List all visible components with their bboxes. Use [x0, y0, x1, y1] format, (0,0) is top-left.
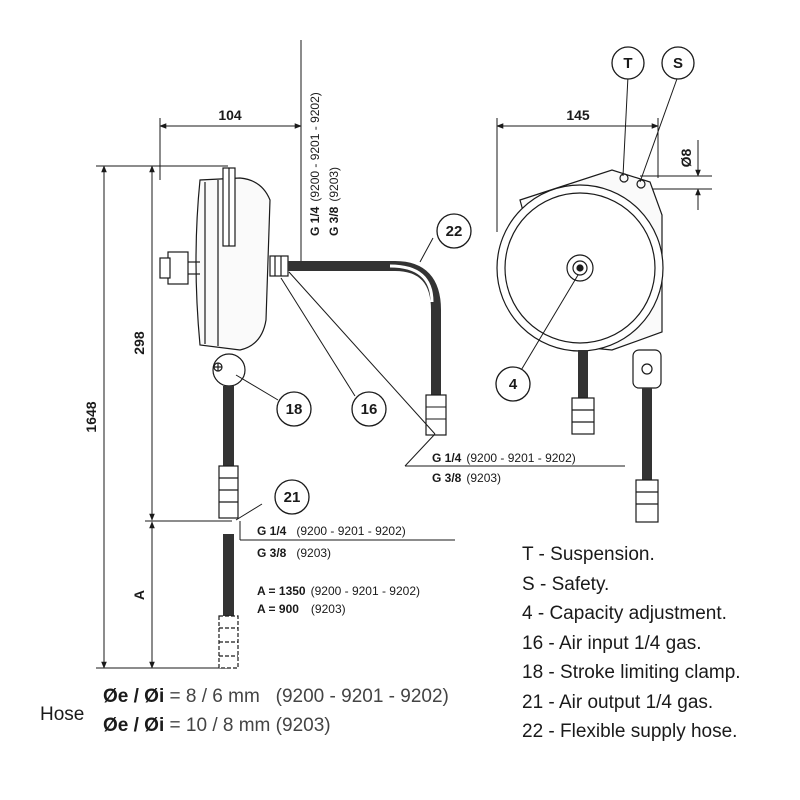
- legend-key: 22: [522, 721, 544, 742]
- output-thread-g38-models: (9203): [296, 546, 331, 560]
- input-thread-g14-line: G 1/4 (9200 - 9201 - 9202): [432, 451, 576, 465]
- output-thread-g14: G 1/4: [257, 524, 287, 538]
- legend-text: - Capacity adjustment.: [537, 603, 727, 624]
- hose-line-1-models: (9200 - 9201 - 9202): [275, 686, 449, 707]
- dim-145: 145: [566, 107, 590, 123]
- a-value-2-line: A = 900 (9203): [257, 602, 346, 616]
- legend-text: - Stroke limiting clamp.: [548, 662, 741, 683]
- dimension-lines: [96, 40, 712, 669]
- callout-T-label: T: [623, 55, 632, 72]
- callout-22: [436, 213, 472, 249]
- legend-text: - Air output 1/4 gas.: [548, 691, 714, 713]
- callout-21: [274, 479, 310, 515]
- side-view: [159, 167, 289, 669]
- top-thread-g14-models: (9200 - 9201 - 9202): [308, 92, 322, 201]
- legend-item-22: 22 - Flexible supply hose.: [522, 717, 741, 747]
- a-value-1: A = 1350: [257, 584, 306, 598]
- dim-104: 104: [218, 107, 242, 123]
- legend-key: 21: [522, 691, 544, 713]
- callout-18-label: 18: [286, 401, 303, 418]
- hose-line-2: Øe / Øi = 10 / 8 mm (9203): [103, 715, 331, 737]
- hose-line-1-value: = 8 / 6 mm: [169, 686, 260, 707]
- top-thread-g14: G 1/4: [308, 206, 322, 236]
- callout-16-label: 16: [361, 401, 378, 418]
- legend-text: - Air input 1/4 gas.: [548, 632, 702, 654]
- legend-text: - Flexible supply hose.: [548, 721, 738, 742]
- input-thread-g14: G 1/4: [432, 451, 462, 465]
- supply-hose: [288, 261, 447, 436]
- callout-4-label: 4: [509, 376, 518, 393]
- top-thread-g14-group: G 1/4 (9200 - 9201 - 9202): [308, 92, 322, 236]
- input-thread-g38-line: G 3/8 (9203): [432, 471, 501, 485]
- a-value-2: A = 900: [257, 602, 299, 616]
- callout-S-label: S: [673, 55, 683, 72]
- legend-item-18: 18 - Stroke limiting clamp.: [522, 658, 741, 688]
- hose-line-2-value: = 10 / 8 mm: [169, 715, 271, 736]
- callout-22-label: 22: [446, 223, 463, 240]
- hose-line-1-label: Øe / Øi: [103, 686, 165, 707]
- svg-text:G 1/4(9200 - 9201 - 9202): G 1/4 (9200 - 9201 - 9202): [308, 92, 322, 236]
- callout-16: [351, 391, 387, 427]
- output-thread-g38-line: G 3/8 (9203): [257, 546, 331, 560]
- legend-item-S: S - Safety.: [522, 570, 741, 600]
- top-thread-g38: G 3/8: [327, 206, 341, 236]
- dim-298: 298: [131, 331, 147, 355]
- input-thread-g38-models: (9203): [466, 471, 501, 485]
- legend-key: S: [522, 573, 535, 595]
- legend-item-16: 16 - Air input 1/4 gas.: [522, 629, 741, 659]
- legend-text: - Safety.: [539, 573, 610, 595]
- legend-text: - Suspension.: [538, 544, 655, 565]
- a-value-1-models: (9200 - 9201 - 9202): [311, 584, 420, 598]
- callout-S: [661, 46, 695, 80]
- input-thread-g38: G 3/8: [432, 471, 462, 485]
- output-thread-g14-line: G 1/4 (9200 - 9201 - 9202): [257, 524, 406, 538]
- callout-4: [495, 366, 531, 402]
- legend-item-21: 21 - Air output 1/4 gas.: [522, 688, 741, 718]
- a-value-1-line: A = 1350 (9200 - 9201 - 9202): [257, 584, 420, 598]
- hose-line-2-models: (9203): [275, 715, 331, 736]
- output-thread-g14-models: (9200 - 9201 - 9202): [296, 524, 405, 538]
- callout-T: [611, 46, 645, 80]
- svg-text:G 3/8(9203): G 3/8 (9203): [327, 167, 341, 236]
- legend-item-4: 4 - Capacity adjustment.: [522, 599, 741, 629]
- legend-key: 4: [522, 603, 533, 624]
- legend: T - Suspension. S - Safety. 4 - Capacity…: [522, 540, 741, 747]
- legend-item-T: T - Suspension.: [522, 540, 741, 570]
- output-thread-g38: G 3/8: [257, 546, 287, 560]
- legend-key: 18: [522, 662, 544, 683]
- hose-line-1: Øe / Øi = 8 / 6 mm (9200 - 9201 - 9202): [103, 686, 449, 708]
- callout-circles: [274, 46, 695, 515]
- callout-18: [276, 391, 312, 427]
- legend-key: T: [522, 544, 534, 565]
- dim-1648: 1648: [83, 401, 99, 432]
- legend-key: 16: [522, 632, 544, 654]
- hose-line-2-label: Øe / Øi: [103, 715, 165, 736]
- leader-lines: [235, 75, 679, 541]
- a-value-2-models: (9203): [311, 602, 346, 616]
- hose-title: Hose: [40, 704, 85, 725]
- dim-dia-8: Ø8: [678, 148, 694, 167]
- front-view: [496, 169, 664, 523]
- input-thread-g14-models: (9200 - 9201 - 9202): [466, 451, 575, 465]
- callout-labels: T S 22 4 18 16 21: [284, 55, 683, 506]
- top-thread-g38-group: G 3/8 (9203): [327, 167, 341, 236]
- dim-A: A: [131, 590, 147, 600]
- callout-21-label: 21: [284, 489, 301, 506]
- top-thread-g38-models: (9203): [327, 167, 341, 202]
